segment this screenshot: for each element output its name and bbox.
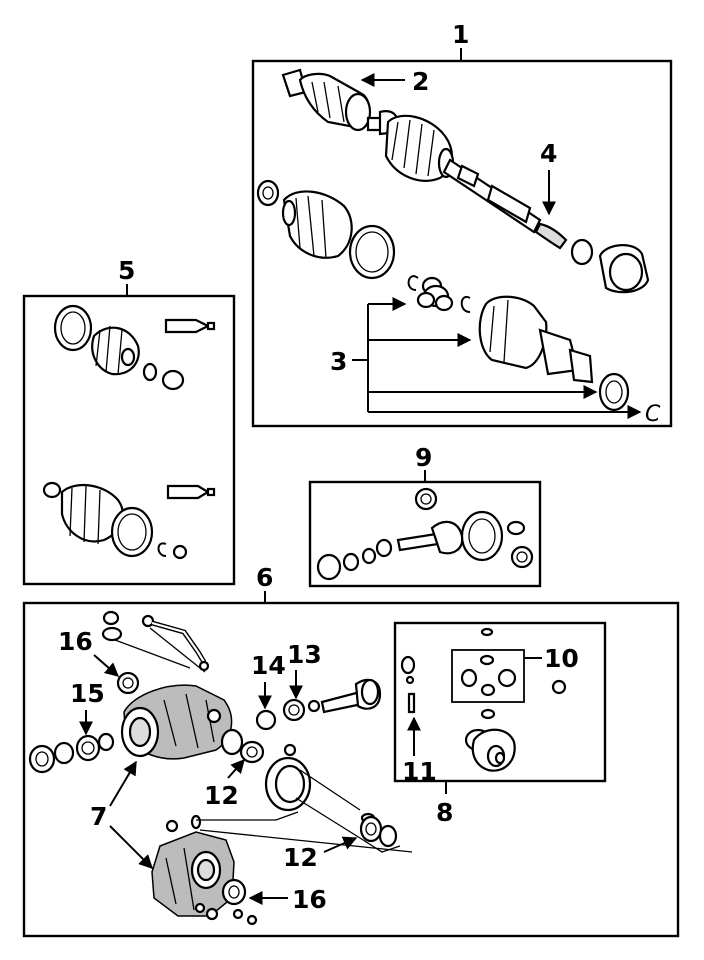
callout-13: 13 bbox=[287, 640, 322, 669]
callout-5: 5 bbox=[118, 256, 135, 285]
carrier-housing bbox=[120, 684, 233, 760]
callout-7: 7 bbox=[90, 802, 107, 831]
shim-15 bbox=[97, 732, 115, 752]
thrust-washer bbox=[551, 679, 567, 695]
washer-left bbox=[400, 655, 416, 675]
front-seal bbox=[28, 744, 56, 774]
callout-10: 10 bbox=[544, 644, 579, 673]
shim-12b bbox=[378, 824, 398, 848]
breather-hose bbox=[141, 614, 210, 672]
boot-clamp-small bbox=[256, 179, 280, 207]
axle-seal-ring bbox=[598, 372, 630, 412]
kit-ring bbox=[172, 544, 188, 560]
vent-plug bbox=[102, 610, 120, 626]
callout-12-upper: 12 bbox=[204, 781, 239, 810]
bearing-12b bbox=[359, 815, 383, 843]
axle-shaft-bar bbox=[442, 158, 568, 250]
cv-boot-inner bbox=[281, 190, 353, 259]
kit-boot-outer bbox=[91, 325, 140, 376]
gear-bottom bbox=[480, 708, 496, 720]
outer-cv-joint bbox=[281, 68, 400, 136]
oil-seal-16-bottom bbox=[221, 878, 247, 906]
callout-16-top: 16 bbox=[58, 627, 93, 656]
differential-box bbox=[22, 601, 680, 938]
boot-clamp-large bbox=[348, 224, 396, 280]
pinion-spacer bbox=[342, 552, 360, 572]
bolt-top bbox=[190, 814, 202, 830]
side-bearing-12a bbox=[239, 740, 265, 764]
callout-16-bottom: 16 bbox=[292, 885, 327, 914]
vent-washer bbox=[101, 626, 123, 642]
oil-seal-16-top bbox=[116, 671, 140, 695]
pinion-bearing-2 bbox=[375, 538, 393, 558]
plug-a bbox=[194, 902, 206, 914]
bolt-left bbox=[165, 819, 179, 833]
collapsible-spacer bbox=[255, 709, 277, 731]
plug-d bbox=[246, 914, 258, 926]
pinion-gear-a bbox=[479, 654, 495, 666]
bearing-cup-top bbox=[414, 487, 438, 511]
callout-2: 2 bbox=[412, 67, 429, 96]
kit-circlip bbox=[157, 542, 167, 557]
differential-case bbox=[464, 728, 516, 772]
diff-case-group: 8 10 11 bbox=[393, 621, 607, 827]
side-bearing-top bbox=[506, 520, 526, 536]
cv-boot-outer bbox=[384, 114, 455, 182]
pinion-bearing-13 bbox=[282, 698, 306, 722]
pinion-gear-b bbox=[480, 683, 496, 697]
callout-12-lower: 12 bbox=[283, 843, 318, 872]
pinion-set-group: 9 bbox=[308, 443, 542, 588]
callout-8: 8 bbox=[436, 798, 453, 827]
pinion-shaft-pin bbox=[407, 692, 416, 714]
callout-1: 1 bbox=[452, 20, 469, 49]
carrier-cover bbox=[151, 831, 235, 917]
inner-joint-housing bbox=[478, 295, 594, 384]
diff-case-box bbox=[393, 621, 607, 783]
differential-group: 6 16 15 bbox=[22, 563, 680, 938]
side-bearing bbox=[510, 545, 534, 569]
small-washer bbox=[283, 743, 297, 757]
callout-3: 3 bbox=[330, 347, 347, 376]
callout-9: 9 bbox=[415, 443, 432, 472]
dust-cover bbox=[598, 244, 650, 294]
boot-kit-group: 5 bbox=[22, 256, 236, 586]
snap-ring bbox=[570, 238, 594, 266]
tripod-joint bbox=[416, 276, 454, 312]
case-pin-top bbox=[480, 627, 494, 637]
front-bearing bbox=[53, 741, 75, 765]
spider-gear-box bbox=[451, 649, 525, 703]
kit-clip-a bbox=[142, 362, 158, 382]
callout-15: 15 bbox=[70, 679, 105, 708]
kit-clip-b bbox=[42, 481, 62, 499]
circlip-2 bbox=[460, 295, 471, 313]
plug-c bbox=[232, 908, 244, 920]
bearing-15 bbox=[75, 734, 101, 762]
ring-gear bbox=[460, 510, 504, 562]
grease-tube-2 bbox=[166, 484, 211, 500]
pinion-washer bbox=[361, 547, 377, 565]
pinion-bearing-1 bbox=[316, 553, 342, 581]
drive-pinion bbox=[396, 520, 464, 555]
side-gear-r bbox=[497, 668, 517, 688]
differential-ring-gear bbox=[264, 756, 312, 812]
case-lock bbox=[405, 675, 415, 685]
side-gear-l bbox=[460, 668, 478, 688]
kit-band-a bbox=[161, 369, 185, 391]
callout-14: 14 bbox=[251, 651, 286, 680]
plug-b bbox=[205, 907, 219, 921]
clip-glyph: C bbox=[645, 402, 661, 427]
side-bearing-cup bbox=[220, 728, 244, 756]
pinion-shaft bbox=[307, 678, 382, 714]
callout-11: 11 bbox=[402, 757, 437, 786]
grease-tube-1 bbox=[164, 318, 211, 334]
callout-4: 4 bbox=[540, 139, 557, 168]
circlip-1 bbox=[407, 275, 419, 291]
axle-shaft-assembly-group: 1 2 4 bbox=[251, 20, 673, 428]
callout-6: 6 bbox=[256, 563, 273, 592]
boot-kit-box bbox=[22, 294, 236, 586]
